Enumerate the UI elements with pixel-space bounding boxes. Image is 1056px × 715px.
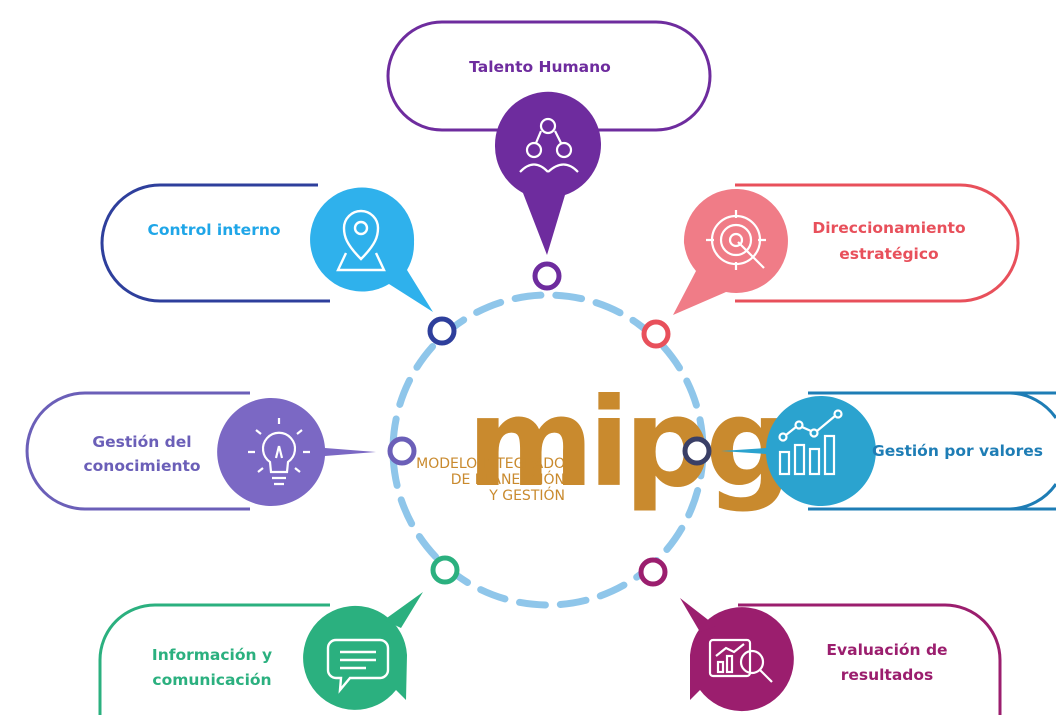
talento-humano-node — [532, 261, 562, 291]
evaluacion-pill — [738, 603, 1002, 715]
chat-bubble-icon — [326, 638, 390, 694]
evaluacion-label-line-2: resultados — [841, 666, 934, 684]
direccionamiento-node — [641, 319, 671, 349]
control-interno-node — [427, 316, 457, 346]
lightbulb-icon — [248, 418, 310, 486]
people-network-icon — [519, 117, 579, 173]
informacion-label-line-2: comunicación — [152, 671, 271, 689]
dimension-gestion-por-valores[interactable]: Gestión por valores — [682, 391, 1056, 511]
dimension-talento-humano[interactable]: Talento Humano — [386, 20, 712, 291]
direccionamiento-label-line-2: estratégico — [839, 245, 938, 263]
control-interno-pill — [100, 183, 330, 303]
dimension-informacion-y-comunicacion[interactable]: Información y comunicación — [98, 555, 460, 715]
growth-chart-icon — [778, 409, 843, 476]
logo-subtitle-line-1: MODELO INTEGRADO — [416, 456, 565, 472]
control-interno-bubble — [310, 187, 433, 312]
evaluacion-node — [638, 557, 668, 587]
location-pin-icon — [336, 209, 386, 272]
evaluacion-label-line-1: Evaluación de — [826, 641, 947, 659]
dimension-control-interno[interactable]: Control interno — [100, 183, 457, 346]
informacion-pill — [98, 603, 330, 715]
talento-humano-label: Talento Humano — [469, 58, 611, 76]
informacion-bubble-tail — [384, 592, 423, 628]
direccionamiento-label-line-1: Direccionamiento — [812, 219, 965, 237]
mipg-logo: mipg MODELO INTEGRADO DE PLANEACIÓN Y GE… — [416, 372, 793, 514]
conocimiento-pill — [25, 391, 250, 511]
control-interno-label: Control interno — [147, 221, 280, 239]
conocimiento-label-line-1: Gestión del — [92, 433, 191, 451]
gestion-valores-label: Gestión por valores — [872, 442, 1043, 460]
talento-humano-bubble — [494, 91, 601, 255]
gestion-valores-bubble — [721, 395, 876, 506]
gestion-valores-pill-end — [1009, 391, 1056, 511]
conocimiento-label-line-2: conocimiento — [83, 457, 200, 475]
informacion-bubble-base — [303, 605, 407, 710]
informacion-node — [430, 555, 460, 585]
mipg-logo-text: mipg — [467, 372, 787, 514]
conocimiento-node — [387, 436, 417, 466]
dimension-direccionamiento-estrategico[interactable]: Direccionamiento estratégico — [641, 183, 1020, 349]
gestion-valores-node — [682, 436, 712, 466]
informacion-label-line-1: Información y — [152, 646, 272, 664]
dimension-gestion-del-conocimiento[interactable]: Gestión del conocimiento — [25, 391, 417, 511]
dimension-evaluacion-de-resultados[interactable]: Evaluación de resultados — [638, 557, 1002, 715]
evaluacion-bubble-tail — [680, 598, 716, 632]
conocimiento-bubble — [217, 398, 376, 507]
direccionamiento-bubble — [673, 188, 788, 315]
analytics-search-icon — [708, 638, 773, 683]
logo-subtitle-line-2: DE PLANEACIÓN — [451, 470, 565, 488]
target-icon — [706, 210, 766, 270]
direccionamiento-pill — [735, 183, 1020, 303]
logo-subtitle-line-3: Y GESTIÓN — [488, 486, 565, 504]
